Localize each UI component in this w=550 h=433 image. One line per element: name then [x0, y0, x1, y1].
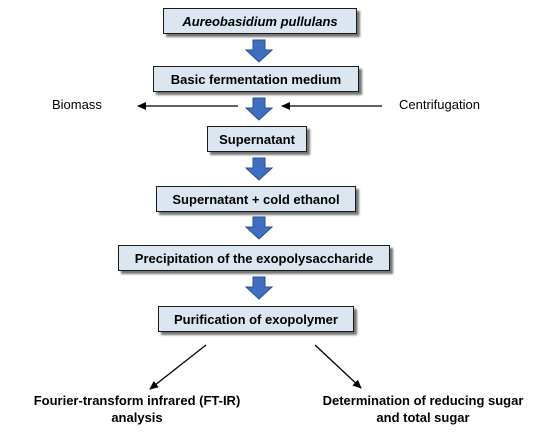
- ftir-arrow: [149, 344, 207, 390]
- step-supernatant: Supernatant: [207, 126, 307, 152]
- block-arrow-5: [244, 276, 274, 300]
- outcome-sugar: Determination of reducing sugar and tota…: [300, 392, 546, 426]
- centrifugation-label: Centrifugation: [399, 97, 480, 112]
- outcome-ftir-line-2: analysis: [111, 410, 163, 425]
- block-arrow-4: [244, 216, 274, 240]
- outcome-ftir: Fourier-transform infrared (FT-IR) analy…: [2, 392, 272, 426]
- block-arrow-1: [244, 39, 274, 63]
- outcome-sugar-line-2: and total sugar: [376, 410, 470, 425]
- block-arrow-3: [244, 157, 274, 181]
- biomass-label: Biomass: [52, 97, 102, 112]
- outcome-sugar-line-1: Determination of reducing sugar: [322, 393, 524, 408]
- step-purification: Purification of exopolymer: [158, 306, 354, 332]
- step-supernatant-ethanol: Supernatant + cold ethanol: [156, 186, 356, 212]
- step-precipitation: Precipitation of the exopolysaccharide: [118, 245, 390, 271]
- outcome-ftir-line-1: Fourier-transform infrared (FT-IR): [33, 393, 241, 408]
- block-arrow-2: [244, 97, 274, 121]
- step-organism: Aureobasidium pullulans: [163, 8, 357, 34]
- sugar-arrow: [314, 344, 362, 389]
- step-fermentation-medium: Basic fermentation medium: [153, 66, 359, 92]
